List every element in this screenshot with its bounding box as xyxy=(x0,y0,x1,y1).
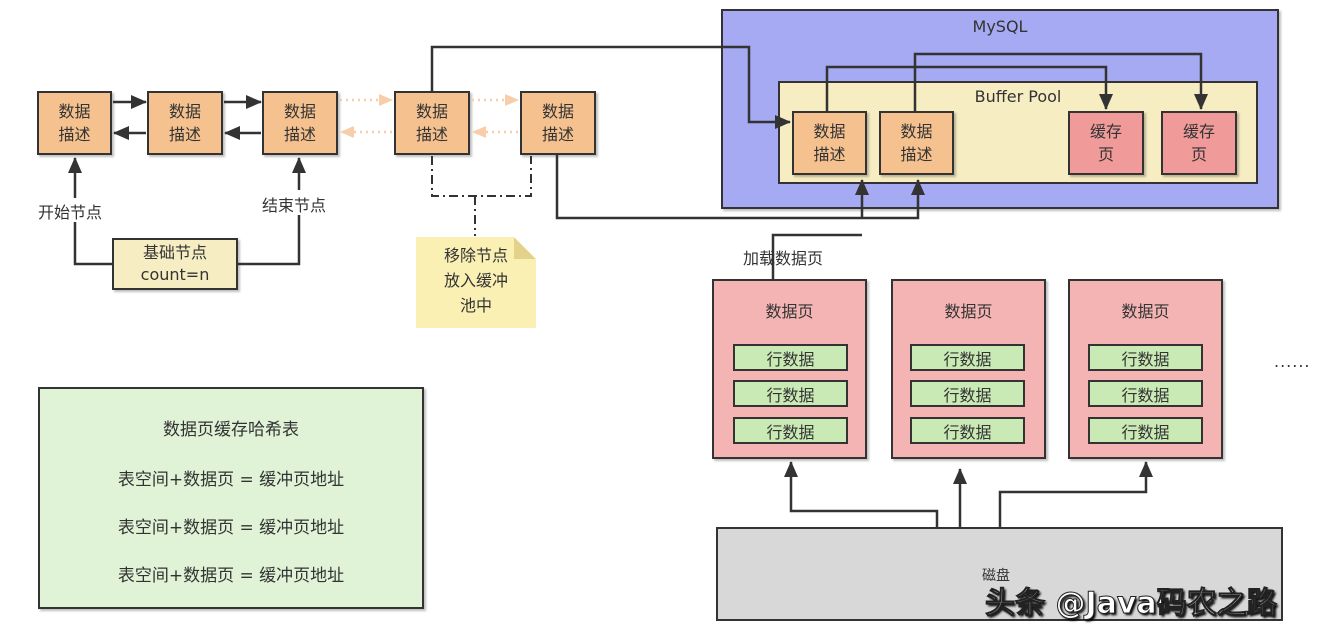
list-node[interactable]: 数据 描述 xyxy=(520,91,596,155)
node-text: 数据 xyxy=(168,102,201,121)
removed-nodes-bracket xyxy=(431,156,532,197)
disk-to-page-arrow xyxy=(998,461,1153,527)
descriptor-text: 描述 xyxy=(813,145,846,164)
end-node-label: 结束节点 xyxy=(262,196,327,215)
remove-node-note: 移除节点 放入缓冲 池中 xyxy=(416,237,536,328)
note-text: 移除节点 xyxy=(443,246,508,265)
hash-table-entry: 表空间+数据页 = 缓冲页地址 xyxy=(117,470,345,490)
data-page-title: 数据页 xyxy=(765,302,814,321)
descriptor-text: 数据 xyxy=(813,122,846,141)
start-node-label: 开始节点 xyxy=(38,203,103,222)
cache-page-text: 缓存 xyxy=(1182,122,1215,141)
base-to-end xyxy=(238,215,301,266)
base-to-start xyxy=(73,222,112,266)
note-fold-icon xyxy=(514,237,536,259)
data-page[interactable]: 数据页 行数据 行数据 行数据 xyxy=(1068,279,1223,459)
node-text: 描述 xyxy=(541,125,574,144)
list-node[interactable]: 数据 描述 xyxy=(37,91,112,155)
note-text: 池中 xyxy=(459,296,492,315)
node-text: 数据 xyxy=(415,102,448,121)
cache-page[interactable]: 缓存 页 xyxy=(1161,111,1237,175)
buffer-descriptor[interactable]: 数据 描述 xyxy=(792,111,867,175)
row-data[interactable]: 行数据 xyxy=(1088,417,1203,444)
data-page-title: 数据页 xyxy=(1121,302,1170,321)
row-data[interactable]: 行数据 xyxy=(733,380,848,407)
descriptor-text: 描述 xyxy=(900,145,933,164)
hash-table-title: 数据页缓存哈希表 xyxy=(163,420,299,440)
hash-table-entry: 表空间+数据页 = 缓冲页地址 xyxy=(117,518,345,538)
row-data[interactable]: 行数据 xyxy=(733,344,848,371)
node-text: 数据 xyxy=(541,102,574,121)
disk[interactable]: 磁盘 xyxy=(716,527,1283,621)
cache-page-text: 缓存 xyxy=(1089,122,1122,141)
buffer-descriptor[interactable]: 数据 描述 xyxy=(879,111,954,175)
list-node[interactable]: 数据 描述 xyxy=(147,91,223,155)
buffer-pool-title: Buffer Pool xyxy=(974,87,1062,106)
node-text: 描述 xyxy=(283,125,316,144)
data-page[interactable]: 数据页 行数据 行数据 行数据 xyxy=(712,279,867,459)
note-text: 放入缓冲 xyxy=(443,271,508,290)
data-page-title: 数据页 xyxy=(944,302,993,321)
disk-to-page-arrow xyxy=(784,461,939,527)
watermark: 头条 @Java码农之路 xyxy=(985,586,1278,622)
row-data[interactable]: 行数据 xyxy=(910,344,1025,371)
mysql-title: MySQL xyxy=(972,17,1028,36)
base-node[interactable]: 基础节点 count=n xyxy=(112,238,238,290)
disk-label: 磁盘 xyxy=(982,568,1010,584)
descriptor-text: 数据 xyxy=(900,122,933,141)
row-data[interactable]: 行数据 xyxy=(910,417,1025,444)
page-hash-table: 数据页缓存哈希表 表空间+数据页 = 缓冲页地址 表空间+数据页 = 缓冲页地址… xyxy=(38,387,424,609)
row-data[interactable]: 行数据 xyxy=(733,417,848,444)
hash-table-entry: 表空间+数据页 = 缓冲页地址 xyxy=(117,566,345,586)
base-node-count: count=n xyxy=(140,265,210,284)
row-data[interactable]: 行数据 xyxy=(1088,344,1203,371)
data-page[interactable]: 数据页 行数据 行数据 行数据 xyxy=(891,279,1046,459)
node-text: 数据 xyxy=(283,102,316,121)
row-data[interactable]: 行数据 xyxy=(1088,380,1203,407)
cache-page-text: 页 xyxy=(1097,145,1114,164)
cache-page[interactable]: 缓存 页 xyxy=(1068,111,1144,175)
row-data[interactable]: 行数据 xyxy=(910,380,1025,407)
list-node[interactable]: 数据 描述 xyxy=(262,91,338,155)
node-text: 描述 xyxy=(415,125,448,144)
node-text: 描述 xyxy=(58,125,91,144)
load-data-page-label: 加载数据页 xyxy=(743,249,824,268)
node-text: 描述 xyxy=(168,125,201,144)
node-text: 数据 xyxy=(58,102,91,121)
more-pages-ellipsis: ...... xyxy=(1274,352,1311,371)
cache-page-text: 页 xyxy=(1190,145,1207,164)
list-node[interactable]: 数据 描述 xyxy=(394,91,470,155)
base-node-title: 基础节点 xyxy=(142,243,207,262)
